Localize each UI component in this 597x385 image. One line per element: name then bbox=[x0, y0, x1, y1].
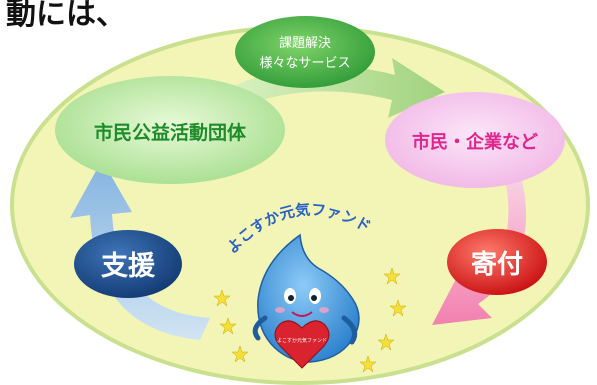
pink-arrow bbox=[432, 178, 527, 325]
star-icon bbox=[219, 317, 237, 335]
heart-text: よこすか元気ファンド bbox=[277, 337, 327, 344]
services-line2: 様々なサービス bbox=[259, 56, 350, 71]
support-bubble: 支援 bbox=[74, 230, 182, 298]
donation-label: 寄付 bbox=[471, 249, 523, 280]
org-bubble: 市民公益活動団体 bbox=[55, 76, 285, 184]
donation-bubble: 寄付 bbox=[447, 229, 547, 295]
star-icon bbox=[213, 289, 231, 307]
citizens-bubble: 市民・企業など bbox=[385, 92, 565, 188]
star-icon bbox=[231, 345, 249, 363]
star-decoration-group bbox=[213, 267, 407, 373]
services-bubble: 課題解決 様々なサービス bbox=[235, 16, 375, 88]
star-icon bbox=[389, 299, 407, 317]
heart-badge: よこすか元気ファンド bbox=[274, 320, 330, 369]
blue-arrow bbox=[70, 160, 210, 340]
star-icon bbox=[377, 333, 395, 351]
star-icon bbox=[359, 355, 377, 373]
services-line1: 課題解決 bbox=[279, 35, 331, 51]
top-text: 動には、 bbox=[6, 0, 126, 32]
support-label: 支援 bbox=[101, 251, 156, 282]
star-icon bbox=[383, 267, 401, 285]
org-label: 市民公益活動団体 bbox=[94, 121, 247, 144]
citizens-label: 市民・企業など bbox=[412, 131, 538, 153]
